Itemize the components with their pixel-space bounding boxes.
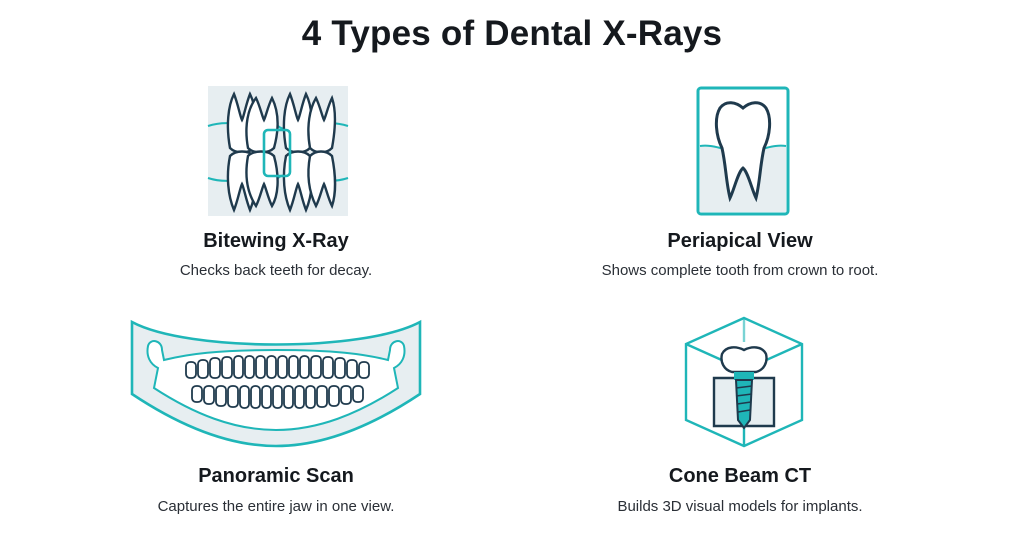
card-title: Bitewing X-Ray [203, 230, 349, 252]
card-cone-beam: Cone Beam CT Builds 3D visual models for… [560, 310, 920, 525]
card-periapical: Periapical View Shows complete tooth fro… [560, 80, 920, 290]
card-title: Cone Beam CT [668, 465, 812, 487]
tooth-film-icon [696, 86, 790, 216]
jaw-panorama-icon [128, 318, 424, 450]
card-description: Captures the entire jaw in one view. [157, 498, 395, 515]
page-title: 4 Types of Dental X-Rays [301, 14, 723, 53]
card-description: Builds 3D visual models for implants. [617, 498, 863, 515]
card-title: Periapical View [667, 230, 813, 252]
implant-cube-icon [684, 316, 804, 448]
card-bitewing: Bitewing X-Ray Checks back teeth for dec… [96, 80, 456, 290]
bitewing-teeth-icon [207, 86, 349, 216]
card-title: Panoramic Scan [198, 465, 354, 487]
card-description: Checks back teeth for decay. [179, 262, 373, 279]
card-description: Shows complete tooth from crown to root. [601, 262, 879, 279]
card-panoramic: Panoramic Scan Captures the entire jaw i… [96, 310, 456, 525]
